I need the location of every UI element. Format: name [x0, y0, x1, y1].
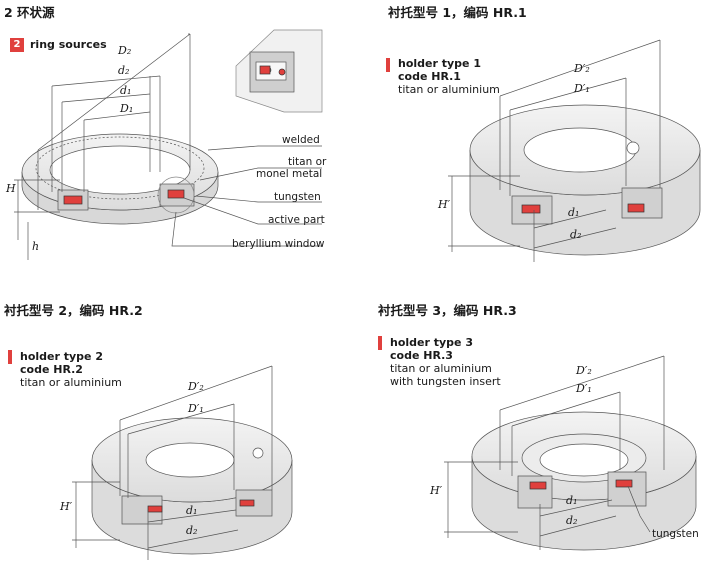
callout-monel-metal: monel metal: [256, 168, 323, 180]
holder3-dim-H: H′: [430, 484, 443, 497]
callout-tungsten: tungsten: [274, 191, 321, 203]
holder2-dim-H: H′: [60, 500, 73, 513]
holder1-code: code HR.1: [398, 70, 461, 83]
dim-d1: d₁: [120, 84, 132, 97]
callout-active-part: active part: [268, 214, 325, 226]
holder1-dim-d2: d₂: [570, 228, 582, 241]
callout-welded: welded: [282, 134, 320, 146]
holder2-dim-D2: D′₂: [188, 380, 204, 393]
panel3-header: 衬托型号 2，编码 HR.2: [4, 303, 143, 318]
holder2-dim-d1: d₁: [186, 504, 198, 517]
dim-h: h: [32, 240, 40, 253]
holder1-type: holder type 1: [398, 57, 481, 70]
holder1-drawing: [448, 39, 701, 262]
panel3-description: holder type 2 code HR.2 titan or alumini…: [20, 350, 122, 389]
callout-beryllium-window: beryllium window: [232, 238, 325, 250]
holder1-dim-D2: D′₂: [574, 62, 590, 75]
holder3-drawing: [444, 355, 697, 551]
ring-sources-badge: 2: [10, 38, 24, 52]
holder1-dim-H: H′: [438, 198, 451, 211]
holder2-dim-d2: d₂: [186, 524, 198, 537]
holder3-dim-D2: D′₂: [576, 364, 592, 377]
holder1-material: titan or aluminium: [398, 83, 500, 96]
holder2-dim-D1: D′₁: [188, 402, 204, 415]
panel2-description: holder type 1 code HR.1 titan or alumini…: [398, 57, 500, 96]
holder3-dim-d1: d₁: [566, 494, 578, 507]
panel2-header: 衬托型号 1，编码 HR.1: [388, 5, 527, 20]
ring-sources-title: ring sources: [30, 38, 107, 51]
holder3-callout-tungsten: tungsten: [652, 528, 699, 540]
holder1-dim-D1: D′₁: [574, 82, 590, 95]
callout-titan-or: titan or: [288, 156, 327, 168]
panel4-description: holder type 3 code HR.3 titan or alumini…: [390, 336, 501, 388]
dim-d2: d₂: [118, 64, 130, 77]
holder2-drawing: [72, 365, 293, 560]
panel3-marker: [8, 350, 12, 364]
dim-D1: D₁: [120, 102, 134, 115]
holder3-code: code HR.3: [390, 349, 453, 362]
holder2-material: titan or aluminium: [20, 376, 122, 389]
dim-H: H: [6, 182, 16, 195]
panel1-header: 2 环状源: [4, 5, 55, 20]
holder3-type: holder type 3: [390, 336, 473, 349]
panel4-header: 衬托型号 3，编码 HR.3: [378, 303, 517, 318]
holder3-dim-D1: D′₁: [576, 382, 592, 395]
holder2-code: code HR.2: [20, 363, 83, 376]
ring-source-drawing: [14, 29, 323, 260]
panel4-marker: [378, 336, 382, 350]
panel2-marker: [386, 58, 390, 72]
holder3-dim-d2: d₂: [566, 514, 578, 527]
holder3-insert: with tungsten insert: [390, 375, 501, 388]
holder1-dim-d1: d₁: [568, 206, 580, 219]
dim-D2: D₂: [118, 44, 132, 57]
holder3-material: titan or aluminium: [390, 362, 492, 375]
holder2-type: holder type 2: [20, 350, 103, 363]
